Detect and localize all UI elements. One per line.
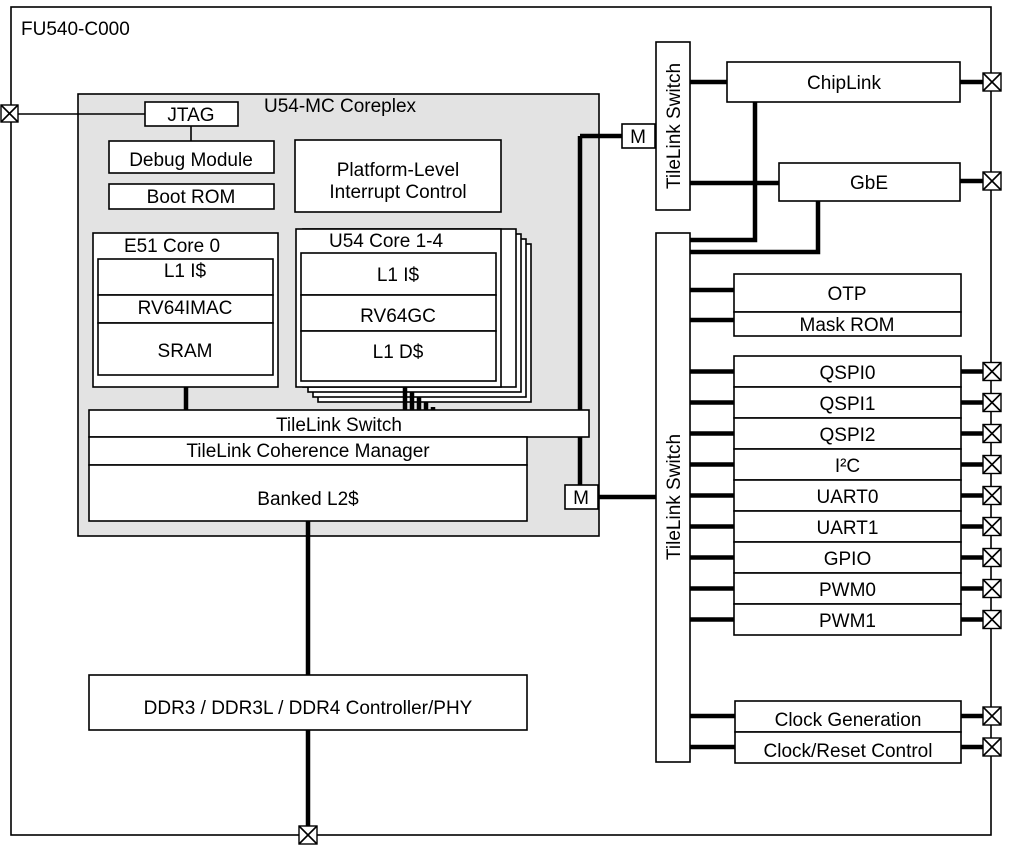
e51-core-title: E51 Core 0 (124, 236, 220, 257)
io-pad-icon (982, 454, 1002, 475)
clock-generation-label: Clock Generation (775, 710, 922, 731)
peripheral-box-pwm0 (733, 572, 962, 605)
peripheral-box-uart1 (733, 510, 962, 543)
mask-rom-label: Mask ROM (800, 315, 895, 336)
io-pad-icon (982, 171, 1002, 191)
io-pad-icon (982, 361, 1002, 382)
peripheral-box-gpio (733, 541, 962, 574)
peripheral-label-qspi0: QSPI0 (820, 363, 876, 384)
master-port-top (621, 123, 656, 149)
plic-box (294, 139, 502, 213)
peripheral-box-qspi1 (733, 386, 962, 419)
plic-label-line2: Interrupt Control (329, 182, 466, 203)
io-pad-icon (982, 392, 1002, 413)
jtag-pad-icon (0, 104, 19, 123)
peripheral-label-qspi1: QSPI1 (820, 394, 876, 415)
gbe-box (778, 162, 961, 202)
u54-l1d-label: L1 D$ (373, 342, 424, 363)
otp-box (733, 273, 962, 313)
e51-sram-label: SRAM (158, 341, 213, 362)
plic-label-line1: Platform-Level (337, 160, 460, 181)
master-port-bottom-label: M (573, 488, 589, 509)
peripheral-box-uart0 (733, 479, 962, 512)
peripheral-box-qspi2 (733, 417, 962, 450)
clock-reset-label: Clock/Reset Control (764, 741, 933, 762)
coreplex-tilelink-switch-label: TileLink Switch (276, 415, 402, 436)
coherence-manager-box (88, 436, 528, 466)
peripheral-label-ic: I²C (835, 456, 860, 477)
jtag-label: JTAG (167, 105, 214, 126)
chip-title: FU540-C000 (21, 19, 130, 40)
io-pad-icon (982, 516, 1002, 537)
tilelink-switch-top (655, 41, 691, 211)
master-port-bottom (564, 484, 599, 510)
chiplink-label: ChipLink (807, 73, 881, 94)
io-pad-icon (982, 706, 1002, 726)
ddr-controller-box (88, 674, 528, 731)
debug-module-label: Debug Module (129, 150, 253, 171)
coherence-manager-label: TileLink Coherence Manager (186, 441, 430, 462)
master-port-top-label: M (630, 127, 646, 148)
gbe-label: GbE (850, 173, 888, 194)
l2-cache-box (88, 464, 528, 522)
io-pad-icon (982, 547, 1002, 568)
peripheral-label-pwm1: PWM1 (819, 611, 876, 632)
io-pad-icon (982, 578, 1002, 599)
coreplex-title: U54-MC Coreplex (264, 96, 417, 117)
ddr-controller-label: DDR3 / DDR3L / DDR4 Controller/PHY (144, 698, 473, 719)
peripheral-label-gpio: GPIO (824, 549, 872, 570)
boot-rom-box (108, 183, 275, 210)
e51-l1i-label: L1 I$ (164, 261, 207, 282)
tilelink-switch-bottom-label: TileLink Switch (664, 434, 685, 560)
io-pad-icon (982, 609, 1002, 630)
otp-label: OTP (827, 284, 866, 305)
peripheral-label-uart0: UART0 (817, 487, 879, 508)
boot-rom-label: Boot ROM (147, 187, 236, 208)
tilelink-switch-bottom (655, 232, 691, 763)
debug-module-box (108, 140, 275, 174)
io-pad-icon (982, 737, 1002, 757)
tilelink-switch-top-label: TileLink Switch (664, 63, 685, 189)
mask-rom-box (733, 311, 962, 337)
io-pad-icon (982, 485, 1002, 506)
clock-reset-box (734, 731, 962, 764)
ddr-pad-icon (298, 825, 318, 845)
peripheral-label-qspi2: QSPI2 (820, 425, 876, 446)
l2-cache-label: Banked L2$ (257, 489, 359, 510)
io-pad-icon (982, 72, 1002, 92)
e51-isa-label: RV64IMAC (138, 298, 233, 319)
u54-core-title: U54 Core 1-4 (329, 231, 443, 252)
io-pad-icon (982, 423, 1002, 444)
u54-isa-label: RV64GC (360, 306, 436, 327)
peripheral-label-pwm0: PWM0 (819, 580, 876, 601)
coreplex-tilelink-switch (88, 409, 590, 438)
peripheral-label-uart1: UART1 (817, 518, 879, 539)
u54-l1i-label: L1 I$ (377, 265, 420, 286)
external-pads (960, 72, 1002, 757)
